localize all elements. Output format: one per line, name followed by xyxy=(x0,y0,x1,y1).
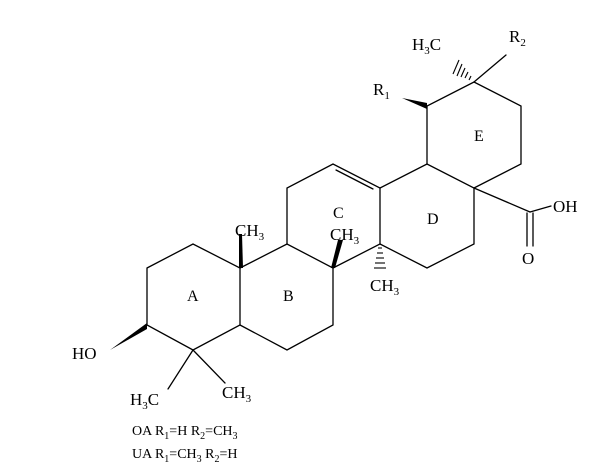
caption-ua: UA R1=CH3 R2=H xyxy=(132,447,238,465)
label-ch3-c8: CH3 xyxy=(330,225,360,247)
label-r2: R2 xyxy=(509,27,526,49)
caption-oa-r1: H xyxy=(177,424,188,439)
caption-ua-r2: H xyxy=(227,447,238,462)
caption-ua-r1: CH3 xyxy=(177,447,202,465)
wedge-c10-methyl xyxy=(239,234,243,268)
caption-oa: OA R1=H R2=CH3 xyxy=(132,424,238,442)
skeleton-bonds xyxy=(146,81,552,390)
wedge-r1 xyxy=(402,98,427,109)
label-h3c-top: H3C xyxy=(412,35,441,57)
hash-c20-methyl xyxy=(452,59,472,81)
wedge-c3-hydroxyl xyxy=(110,323,147,350)
label-ch3-c10: CH3 xyxy=(235,221,265,243)
stereo-wedges xyxy=(110,54,507,350)
label-o: O xyxy=(522,249,534,268)
ring-label-e: E xyxy=(474,128,484,145)
label-r1: R1 xyxy=(373,80,390,102)
wedge-c8-methyl xyxy=(331,240,343,268)
ring-label-b: B xyxy=(283,288,294,305)
caption-ua-name: UA xyxy=(132,447,152,462)
ring-label-c: C xyxy=(333,205,344,222)
ring-label-a: A xyxy=(187,288,199,305)
atom-labels: H3C R2 R1 E C D A B OH O CH3 CH3 CH3 HO … xyxy=(72,27,578,412)
caption-oa-name: OA xyxy=(132,424,152,439)
label-oh: OH xyxy=(553,197,578,216)
label-ho: HO xyxy=(72,344,97,363)
label-ch3-c14: CH3 xyxy=(370,276,400,298)
caption-oa-r2: CH3 xyxy=(213,424,238,442)
hash-c14-methyl xyxy=(374,247,386,269)
label-ch3-bottom: CH3 xyxy=(222,383,252,405)
ring-label-d: D xyxy=(427,211,439,228)
label-h3c-bottom: H3C xyxy=(130,390,159,412)
